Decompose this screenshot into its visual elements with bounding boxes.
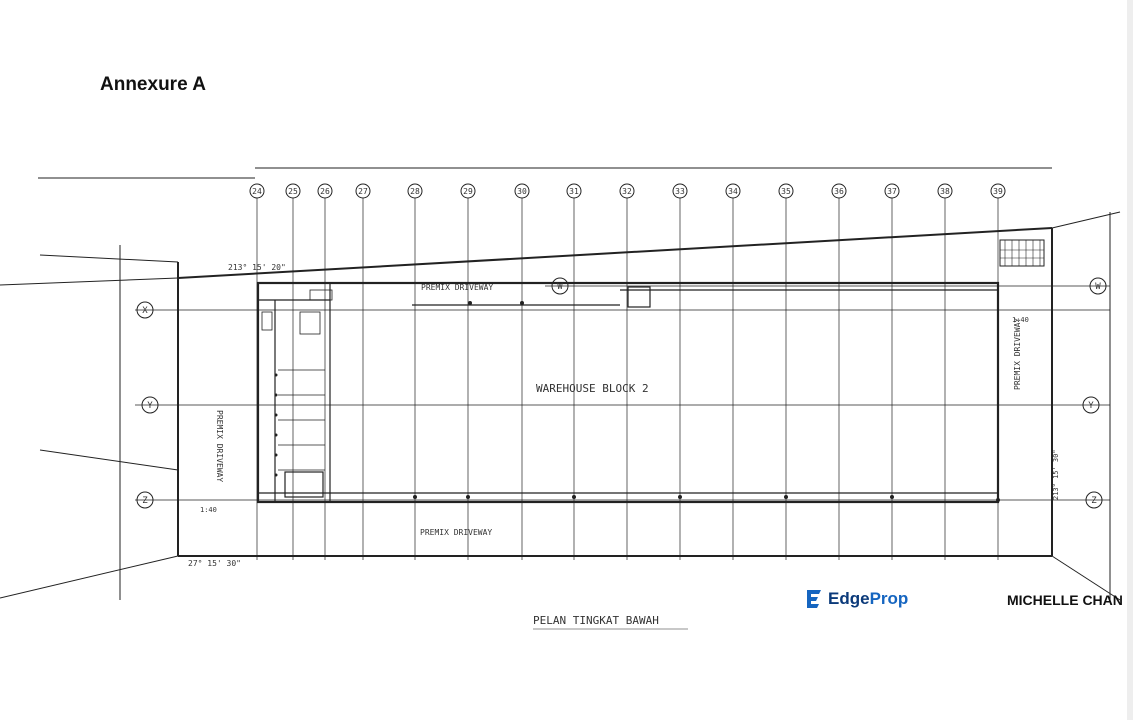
edgeprop-logo-icon bbox=[807, 590, 821, 608]
grid-col-label: 30 bbox=[517, 187, 527, 196]
driveway-label-top: PREMIX DRIVEWAY bbox=[421, 283, 493, 292]
drawing-title: PELAN TINGKAT BAWAH bbox=[533, 614, 659, 627]
brand-prop: Prop bbox=[869, 589, 909, 608]
grid-row-label: Y bbox=[1088, 401, 1094, 411]
bearing-right: 213° 15' 30" bbox=[1052, 449, 1060, 500]
bearing-bottom: 27° 15' 30" bbox=[188, 559, 241, 568]
grid-col-label: 34 bbox=[728, 187, 738, 196]
grid-row-label: W bbox=[1095, 282, 1101, 292]
grid-col-label: 33 bbox=[675, 187, 685, 196]
page-title: Annexure A bbox=[100, 74, 206, 95]
scrollbar-track bbox=[1127, 0, 1133, 720]
grid-col-label: 31 bbox=[569, 187, 579, 196]
grid-col-label: 29 bbox=[463, 187, 473, 196]
grid-col-label: 24 bbox=[252, 187, 262, 196]
grid-col-label: 36 bbox=[834, 187, 844, 196]
bearing-top: 213° 15' 20" bbox=[228, 263, 286, 272]
grid-row-label: Z bbox=[142, 496, 148, 506]
driveway-label-left: PREMIX DRIVEWAY bbox=[215, 410, 224, 482]
agent-name: MICHELLE CHAN bbox=[1007, 592, 1123, 608]
grid-col-label: 26 bbox=[320, 187, 330, 196]
grid-col-label: 27 bbox=[358, 187, 368, 196]
grid-col-label: 32 bbox=[622, 187, 632, 196]
grid-col-label: 39 bbox=[993, 187, 1003, 196]
brand-edge: Edge bbox=[828, 589, 870, 608]
grid-col-label: 28 bbox=[410, 187, 420, 196]
grid-col-label: 25 bbox=[288, 187, 298, 196]
driveway-label-right: PREMIX DRIVEWAY bbox=[1013, 318, 1022, 390]
grid-col-label: 35 bbox=[781, 187, 791, 196]
slope-label: 1:40 bbox=[200, 506, 217, 514]
grid-row-label: X bbox=[142, 306, 148, 316]
hatched-area bbox=[999, 239, 1045, 267]
driveway-label-bottom: PREMIX DRIVEWAY bbox=[420, 528, 492, 537]
grid-row-label: Y bbox=[147, 401, 153, 411]
grid-col-label: 37 bbox=[887, 187, 897, 196]
grid-row-label: W bbox=[557, 282, 563, 292]
grid-row-label: Z bbox=[1091, 496, 1097, 506]
grid-col-label: 38 bbox=[940, 187, 950, 196]
block-label: WAREHOUSE BLOCK 2 bbox=[536, 382, 649, 395]
slope-label: 1:40 bbox=[1012, 316, 1029, 324]
